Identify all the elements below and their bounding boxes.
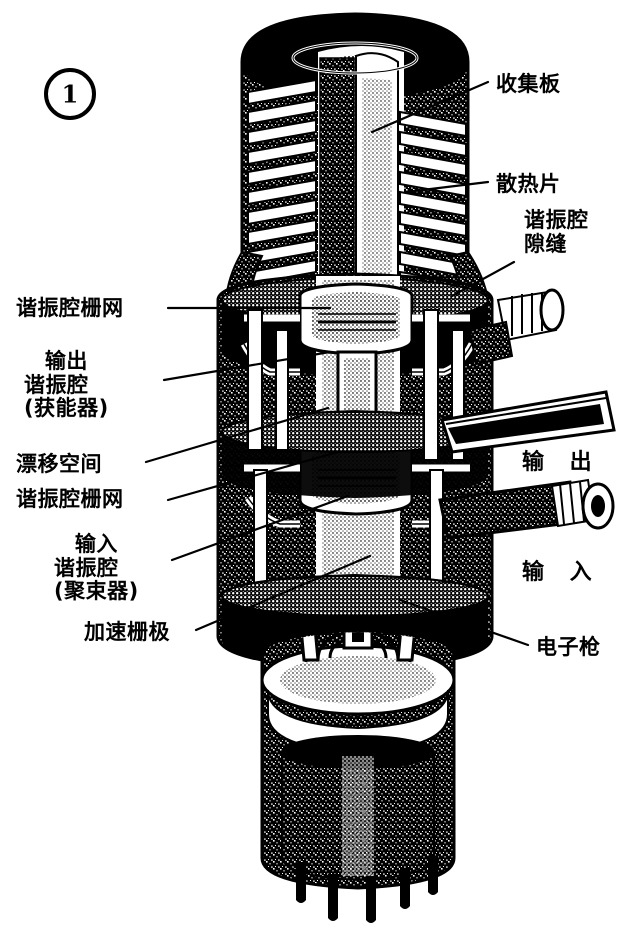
- cavity-body-assembly: [216, 272, 616, 670]
- leader-electron-gun: [398, 598, 530, 647]
- drift-space-label: 漂移空间: [16, 452, 102, 476]
- output-cavity-line-1: 输出: [44, 349, 88, 373]
- figure-number-text: 1: [61, 79, 79, 109]
- electron-gun-assembly: [260, 628, 456, 923]
- output-cavity-label: 输出 谐振腔 (获能器): [24, 349, 109, 421]
- figure-number-badge: 1: [44, 68, 96, 120]
- output-cavity-line-3: (获能器): [24, 396, 109, 421]
- input-cavity-label: 输入 谐振腔 (聚束器): [54, 532, 139, 604]
- leader-lines: [144, 80, 530, 647]
- input-port-label: 输 入: [522, 560, 601, 585]
- leader-cooling-fins: [404, 180, 490, 194]
- leader-output-cavity: [162, 350, 332, 382]
- electron-gun-label: 电子枪: [536, 635, 601, 659]
- output-coax-connector: [440, 288, 616, 454]
- input-cavity-line-3: (聚束器): [54, 579, 139, 604]
- cooling-fins-left: [247, 78, 317, 286]
- cavity-grid-lower-label: 谐振腔栅网: [16, 487, 124, 511]
- leader-cavity-grid-2: [166, 450, 340, 502]
- cavity-gap-label: 谐振腔 隙缝: [524, 208, 589, 256]
- cavity-grid-upper-label: 谐振腔栅网: [16, 296, 124, 320]
- input-coax-connector: [438, 478, 615, 540]
- leader-input-cavity: [170, 494, 350, 562]
- leader-accel-grid: [194, 554, 372, 632]
- cooling-fins-right: [399, 110, 467, 296]
- leader-cavity-gap: [450, 260, 516, 298]
- output-cavity-line-2: 谐振腔: [24, 372, 89, 397]
- leader-collector: [370, 80, 490, 134]
- cooling-fins-label: 散热片: [496, 172, 561, 196]
- base-pins: [296, 856, 438, 923]
- collector-plate-label: 收集板: [496, 72, 561, 96]
- input-cavity-line-2: 谐振腔: [54, 555, 119, 580]
- leader-drift-space: [144, 406, 330, 464]
- output-port-label: 输 出: [522, 450, 601, 475]
- collector-assembly: [224, 12, 490, 302]
- input-cavity-line-1: 输入: [74, 532, 118, 556]
- cavity-gap-line-2: 隙缝: [524, 231, 567, 256]
- accelerating-grid-label: 加速栅极: [84, 620, 170, 644]
- cavity-gap-line-1: 谐振腔: [524, 208, 589, 232]
